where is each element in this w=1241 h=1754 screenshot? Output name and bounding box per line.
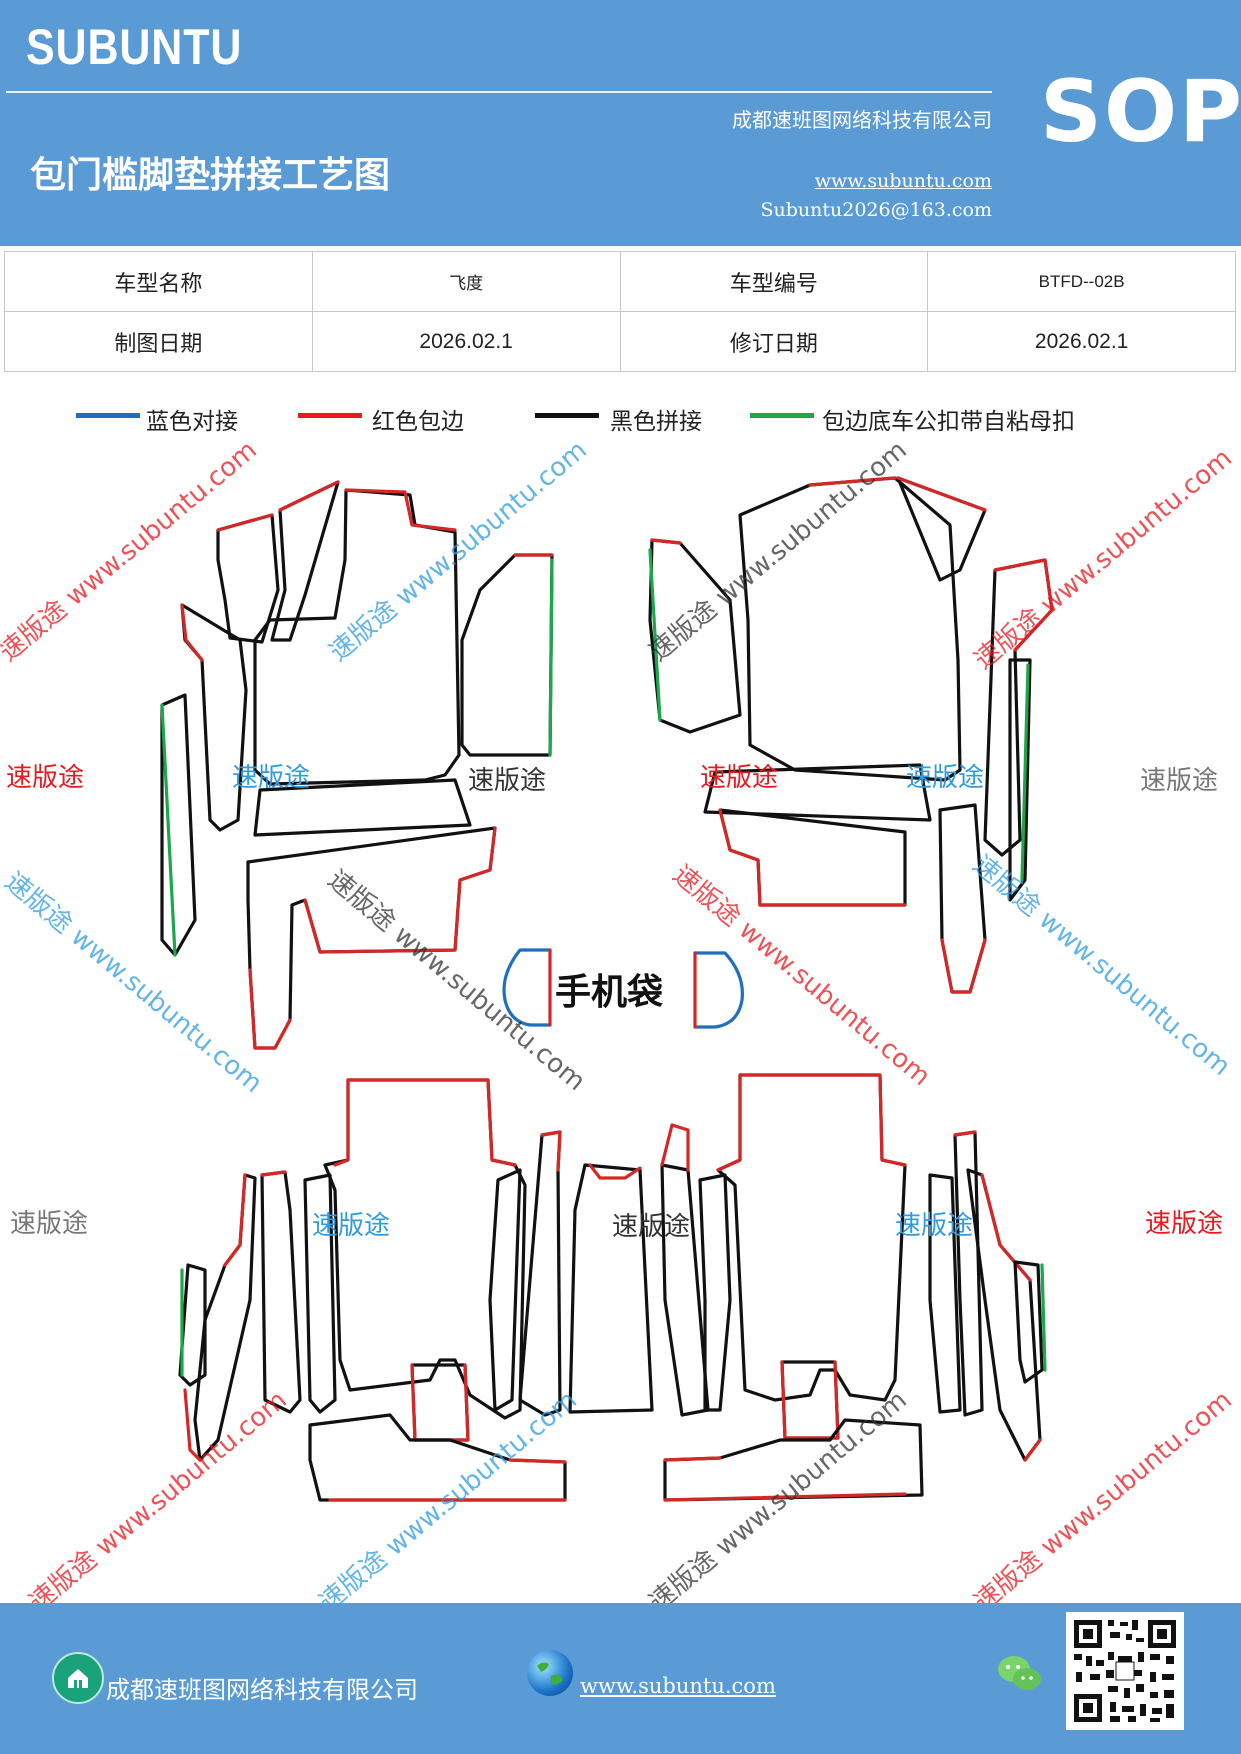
page-title: 包门槛脚垫拼接工艺图 <box>30 155 391 196</box>
info-table: 车型名称 飞度 车型编号 BTFD--02B 制图日期 2026.02.1 修订… <box>4 251 1236 372</box>
draw-date-value: 2026.02.1 <box>311 311 621 372</box>
legend-label: 蓝色对接 <box>146 409 238 435</box>
model-code-label: 车型编号 <box>619 251 929 312</box>
front-right-mat <box>648 476 1054 994</box>
model-name-value: 飞度 <box>311 251 621 312</box>
model-code-value: BTFD--02B <box>927 251 1236 312</box>
rear-right-mat <box>663 1073 1047 1502</box>
watermark-text: 速版途 <box>1145 1209 1224 1239</box>
legend-label: 红色包边 <box>372 409 464 435</box>
header-divider <box>6 91 992 93</box>
revise-date-label: 修订日期 <box>619 311 929 372</box>
table-row: 制图日期 2026.02.1 修订日期 2026.02.1 <box>4 311 1236 372</box>
watermark-text: 速版途 <box>700 763 779 793</box>
watermark-text: 速版途 <box>10 1209 89 1239</box>
footer-company-name: 成都速班图网络科技有限公司 <box>106 1676 418 1704</box>
globe-icon <box>527 1650 573 1696</box>
footer-website-link[interactable]: www.subuntu.com <box>580 1674 776 1698</box>
pattern-drawing <box>160 476 1054 1502</box>
legend-swatch-black <box>535 413 599 418</box>
watermark-text: 速版途 <box>895 1211 974 1241</box>
email-address: Subuntu2026@163.com <box>760 199 992 221</box>
revise-date-value: 2026.02.1 <box>927 311 1236 372</box>
front-left-mat <box>160 480 554 1050</box>
legend-label: 包边底车公扣带自粘母扣 <box>822 409 1075 435</box>
brand-logo: SUBUNTU <box>26 19 243 75</box>
legend-label: 黑色拼接 <box>610 409 702 435</box>
legend-swatch-blue <box>76 413 140 418</box>
watermark-text: 速版途 <box>906 763 985 793</box>
watermark-text: 速版途 <box>312 1211 391 1241</box>
watermark-text: 速版途 <box>468 766 547 796</box>
phone-bag <box>502 948 744 1029</box>
center-tunnel-mat <box>568 1123 732 1417</box>
wechat-icon[interactable] <box>996 1652 1044 1696</box>
watermark-text: 速版途 <box>232 763 311 793</box>
rear-left-mat <box>178 1078 567 1502</box>
watermark-text: 速版途 <box>612 1212 691 1242</box>
sop-badge: SOP <box>1040 62 1241 162</box>
company-name: 成都速班图网络科技有限公司 <box>732 108 992 132</box>
watermark-text: 速版途 <box>6 763 85 793</box>
model-name-label: 车型名称 <box>4 251 313 312</box>
watermark-text: 速版途 <box>1140 766 1219 796</box>
table-row: 车型名称 飞度 车型编号 BTFD--02B <box>4 251 1236 312</box>
qr-code[interactable] <box>1066 1612 1184 1730</box>
draw-date-label: 制图日期 <box>4 311 313 372</box>
home-icon <box>52 1652 104 1704</box>
legend-swatch-red <box>298 413 362 418</box>
header-banner <box>0 0 1241 246</box>
legend-swatch-green <box>750 413 814 418</box>
website-link[interactable]: www.subuntu.com <box>814 170 992 192</box>
phone-bag-label: 手机袋 <box>555 972 664 1013</box>
